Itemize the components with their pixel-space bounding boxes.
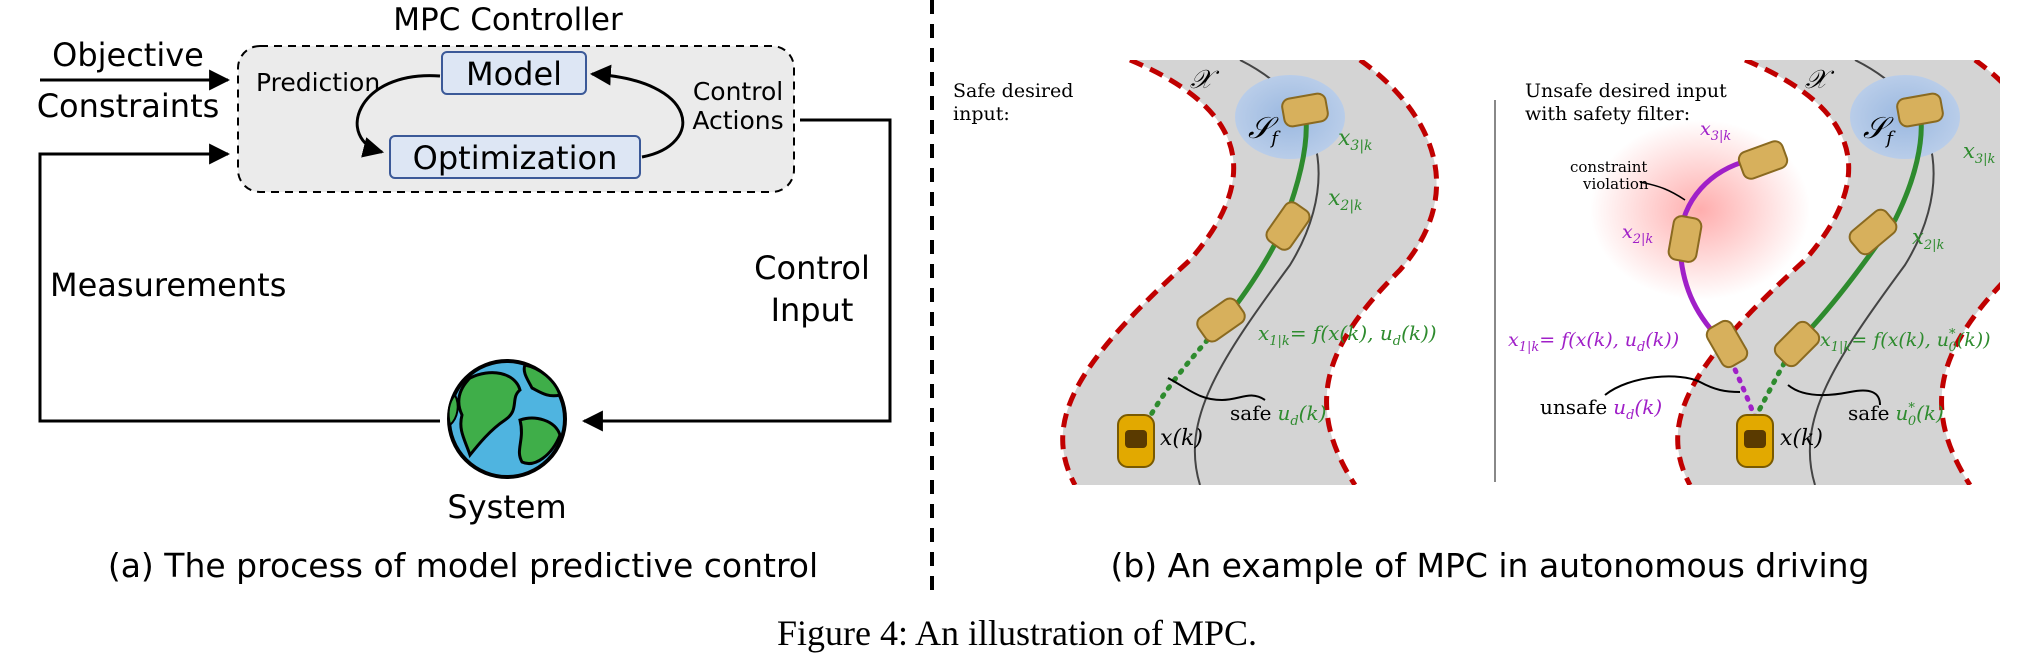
unsafe-title-2: with safety filter:	[1525, 103, 1690, 125]
safe-scenario: Safe desired input: 𝒮f 𝒳	[953, 60, 1440, 485]
car-1-left	[1196, 297, 1246, 343]
safe-trajectory-right	[1793, 109, 1924, 347]
control-input-label-1: Control	[754, 249, 870, 287]
unsafe-title-1: Unsafe desired input	[1525, 80, 1727, 102]
measurements-arrow	[38, 143, 440, 423]
gx3-right: x3|k	[1963, 139, 1995, 167]
x3-left: x3|k	[1338, 126, 1373, 154]
unsafe-pointer	[1604, 375, 1741, 396]
road-right	[1677, 60, 2000, 485]
car-k-left	[1117, 414, 1155, 468]
car-p1-right	[1705, 319, 1749, 369]
safe-pointer-left	[1167, 377, 1266, 402]
control-actions-label-1: Control	[693, 77, 783, 106]
car-p2-right	[1667, 215, 1703, 263]
prediction-label: Prediction	[256, 68, 380, 97]
safe-pointer-right	[1787, 384, 1881, 406]
violation-label-1: constraint	[1570, 158, 1647, 176]
optimization-label: Optimization	[413, 139, 618, 177]
car-g1-right	[1773, 320, 1821, 368]
px2-right: x2|k	[1622, 221, 1653, 247]
panel-b: Safe desired input: 𝒮f 𝒳	[953, 60, 2000, 585]
safe-title-1: Safe desired	[953, 80, 1073, 102]
model-box	[441, 51, 587, 95]
car-g2-right	[1848, 208, 1898, 256]
safe-dotted-right	[1752, 342, 1798, 421]
x1-left: x1|k= f(x(k), ud(k))	[1258, 321, 1437, 349]
optimization-loop-arrow	[589, 64, 685, 159]
optimization-box	[389, 135, 641, 179]
measurements-label: Measurements	[50, 266, 286, 304]
violation-pointer	[1639, 181, 1686, 201]
road-edge-inner-left	[1324, 60, 1440, 485]
safe-title-2: input:	[953, 103, 1010, 125]
panel-a: MPC Controller Objective Constraints Pre…	[37, 2, 892, 585]
controller-title: MPC Controller	[393, 2, 623, 38]
figure-caption: Figure 4: An illustration of MPC.	[777, 613, 1257, 653]
car-g3-right	[1896, 92, 1944, 128]
x2-left: x2|k	[1328, 186, 1363, 214]
unsafe-scenario: Unsafe desired input with safety filter:…	[1508, 60, 2000, 485]
gx2-right: x2|k	[1912, 225, 1944, 253]
car-3-left	[1281, 92, 1329, 128]
objective-label: Objective	[52, 36, 204, 74]
panel-b-caption: (b) An example of MPC in autonomous driv…	[1110, 546, 1869, 585]
car-k-right	[1736, 414, 1774, 468]
control-input-label-2: Input	[771, 291, 854, 329]
xk-right: x(k)	[1780, 426, 1823, 451]
violation-label-2: violation	[1582, 175, 1649, 193]
panel-a-caption: (a) The process of model predictive cont…	[108, 546, 818, 585]
px3-right: x3|k	[1700, 118, 1731, 144]
globe-icon	[447, 359, 567, 479]
car-p3-right	[1737, 140, 1789, 180]
road-edge-outer-left	[1060, 60, 1237, 485]
road-left	[1062, 60, 1437, 485]
model-label: Model	[466, 55, 562, 93]
system-label: System	[447, 488, 566, 526]
control-actions-label-2: Actions	[692, 106, 783, 135]
constraints-label: Constraints	[37, 87, 220, 125]
px1-right: x1|k= f(x(k), ud(k))	[1508, 329, 1679, 355]
road-edge-outer-right	[1675, 60, 1852, 485]
prediction-loop-arrow	[355, 74, 441, 158]
control-input-arrow	[581, 118, 892, 432]
car-2-left	[1265, 201, 1311, 251]
gx1-right: x1|k= f(x(k), u*0(k))	[1820, 327, 1991, 355]
xk-left: x(k)	[1160, 426, 1203, 451]
